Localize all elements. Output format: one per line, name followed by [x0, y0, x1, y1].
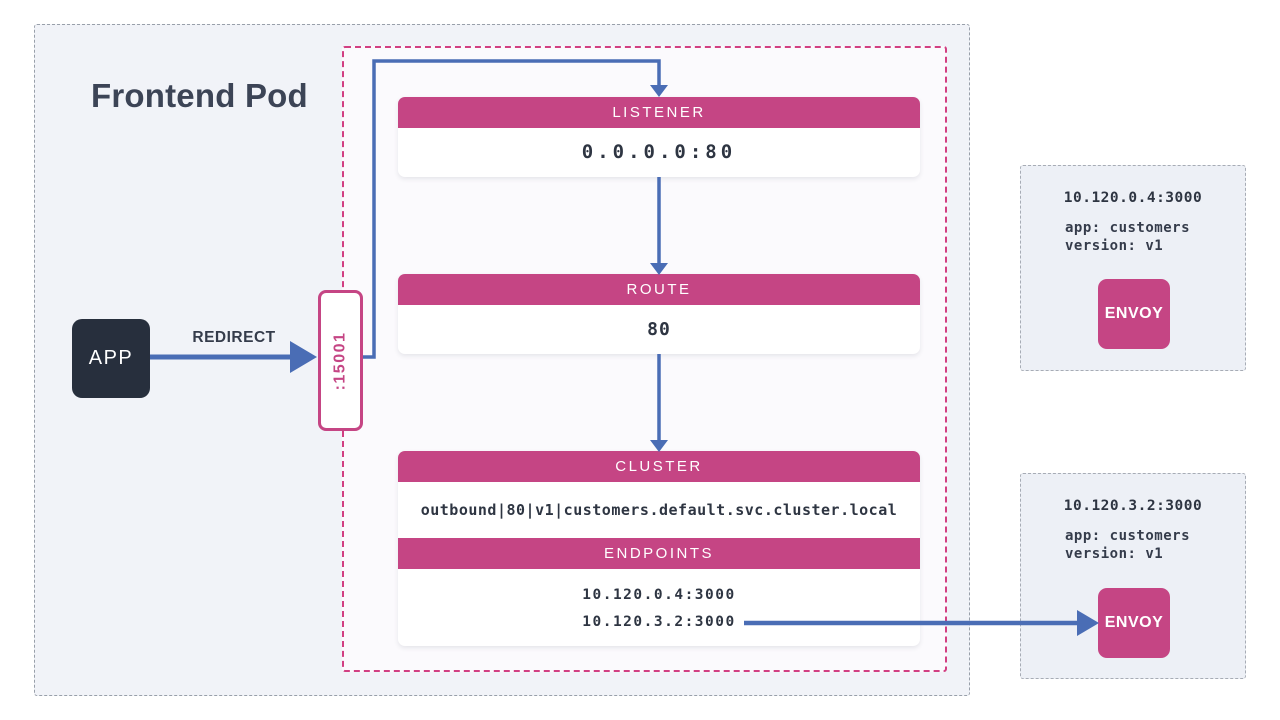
app-box: APP — [72, 319, 150, 398]
endpoint-item: 10.120.3.2:3000 — [582, 614, 736, 630]
endpoints-header: ENDPOINTS — [398, 538, 920, 569]
workload-label-app: app: customers — [1065, 528, 1191, 544]
endpoint-item: 10.120.0.4:3000 — [582, 587, 736, 603]
workload-label-version: version: v1 — [1065, 238, 1164, 254]
route-header: ROUTE — [398, 274, 920, 305]
workload-labels: app: customers version: v1 — [1065, 527, 1190, 563]
workload-labels: app: customers version: v1 — [1065, 219, 1190, 255]
redirect-label: REDIRECT — [192, 329, 276, 346]
workload-address: 10.120.0.4:3000 — [1063, 190, 1203, 206]
listener-header: LISTENER — [398, 97, 920, 128]
port-15001-label: :15001 — [331, 331, 349, 390]
envoy-label: ENVOY — [1104, 305, 1164, 322]
app-label: APP — [88, 347, 134, 369]
workload-label-version: version: v1 — [1065, 546, 1164, 562]
envoy-proxy-badge: ENVOY — [1098, 279, 1170, 349]
envoy-label: ENVOY — [1104, 614, 1164, 631]
pod-title: Frontend Pod — [91, 77, 308, 114]
endpoints-list: 10.120.0.4:3000 10.120.3.2:3000 — [398, 569, 920, 646]
cluster-node: CLUSTER outbound|80|v1|customers.default… — [398, 451, 920, 646]
cluster-value: outbound|80|v1|customers.default.svc.clu… — [420, 501, 898, 519]
workload-address: 10.120.3.2:3000 — [1063, 498, 1203, 514]
route-value: 80 — [647, 319, 671, 340]
workload-box-10-120-3-2: 10.120.3.2:3000 app: customers version: … — [1020, 473, 1246, 679]
route-node: ROUTE 80 — [398, 274, 920, 354]
listener-node: LISTENER 0.0.0.0:80 — [398, 97, 920, 177]
listener-value: 0.0.0.0:80 — [581, 141, 737, 163]
workload-label-app: app: customers — [1065, 220, 1191, 236]
cluster-header: CLUSTER — [398, 451, 920, 482]
workload-box-10-120-0-4: 10.120.0.4:3000 app: customers version: … — [1020, 165, 1246, 371]
port-15001-badge: :15001 — [318, 290, 363, 431]
envoy-proxy-badge: ENVOY — [1098, 588, 1170, 658]
